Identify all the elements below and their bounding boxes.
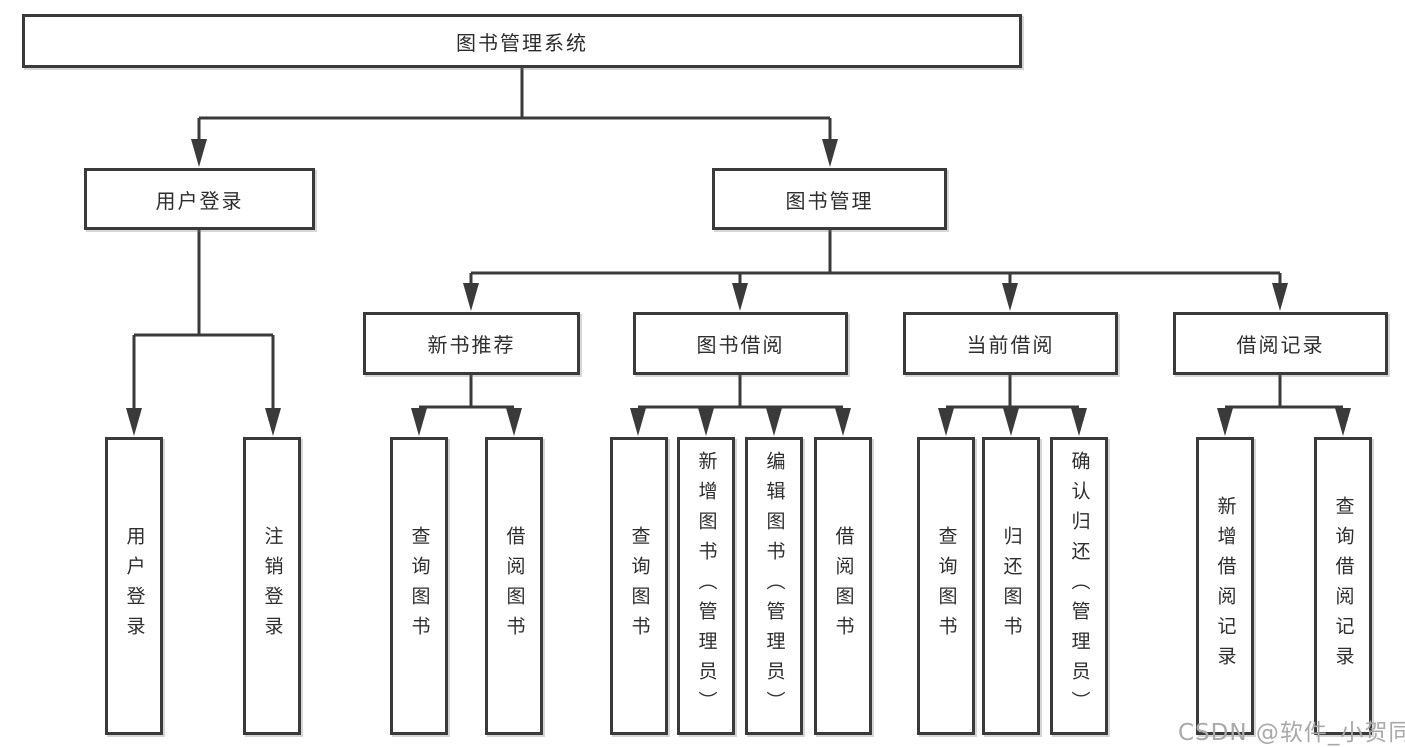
node-book-borrowing-label: 图书借阅 xyxy=(696,333,785,357)
node-current-borrowing-label: 当前借阅 xyxy=(966,333,1055,357)
node-root: 图书管理系统 xyxy=(22,14,1022,68)
leaf-confirm-return-admin: 确认归还（管理员） xyxy=(1050,437,1108,735)
arrowhead xyxy=(938,408,954,436)
arrowhead xyxy=(191,139,207,167)
arrowhead xyxy=(732,283,748,311)
arrowhead xyxy=(630,408,646,436)
node-book-borrowing: 图书借阅 xyxy=(633,312,848,375)
leaf-return-books: 归还图书 xyxy=(982,437,1040,735)
leaf-edit-books-admin-label: 编辑图书（管理员） xyxy=(763,451,786,721)
watermark: CSDN @软件_小贺同学 xyxy=(1178,720,1405,746)
leaf-add-books-admin: 新增图书（管理员） xyxy=(677,437,735,735)
leaf-rec-query-books-label: 查询图书 xyxy=(408,526,431,646)
arrowhead xyxy=(1071,408,1087,436)
leaf-current-query-books: 查询图书 xyxy=(917,437,975,735)
arrowhead xyxy=(1003,408,1019,436)
leaf-edit-books-admin: 编辑图书（管理员） xyxy=(745,437,803,735)
leaf-query-borrow-record-label: 查询借阅记录 xyxy=(1332,496,1355,676)
arrowhead xyxy=(265,408,281,436)
node-new-book-recommend-label: 新书推荐 xyxy=(427,333,516,357)
leaf-confirm-return-admin-label: 确认归还（管理员） xyxy=(1068,451,1091,721)
node-root-label: 图书管理系统 xyxy=(456,30,588,55)
node-new-book-recommend: 新书推荐 xyxy=(363,312,580,375)
arrowhead xyxy=(1335,408,1351,436)
leaf-borrow-books: 借阅图书 xyxy=(814,437,872,735)
leaf-query-borrow-record: 查询借阅记录 xyxy=(1314,437,1372,735)
node-user-login: 用户登录 xyxy=(84,168,315,230)
leaf-user-login: 用户登录 xyxy=(105,437,163,735)
arrowhead xyxy=(506,408,522,436)
node-book-management: 图书管理 xyxy=(712,168,947,230)
leaf-return-books-label: 归还图书 xyxy=(1000,526,1023,646)
leaf-rec-borrow-books: 借阅图书 xyxy=(485,437,543,735)
arrowhead xyxy=(411,408,427,436)
leaf-borrow-query-books: 查询图书 xyxy=(610,437,668,735)
leaf-logout: 注销登录 xyxy=(243,437,301,735)
arrowhead xyxy=(126,408,142,436)
leaf-add-borrow-record: 新增借阅记录 xyxy=(1196,437,1254,735)
connector-lines xyxy=(132,66,1343,414)
arrowhead xyxy=(1272,283,1288,311)
arrowhead xyxy=(1002,283,1018,311)
leaf-rec-query-books: 查询图书 xyxy=(390,437,448,735)
leaf-user-login-label: 用户登录 xyxy=(123,526,146,646)
arrowhead xyxy=(1217,408,1233,436)
arrowhead xyxy=(835,408,851,436)
node-user-login-label: 用户登录 xyxy=(155,188,244,213)
arrowhead xyxy=(698,408,714,436)
leaf-borrow-books-label: 借阅图书 xyxy=(832,526,855,646)
node-current-borrowing: 当前借阅 xyxy=(903,312,1118,375)
arrowhead xyxy=(463,283,479,311)
node-borrow-records-label: 借阅记录 xyxy=(1236,333,1325,357)
node-borrow-records: 借阅记录 xyxy=(1173,312,1388,375)
leaf-borrow-query-books-label: 查询图书 xyxy=(628,526,651,646)
arrowheads xyxy=(126,139,1351,436)
leaf-rec-borrow-books-label: 借阅图书 xyxy=(503,526,526,646)
arrowhead xyxy=(822,139,838,167)
arrowhead xyxy=(766,408,782,436)
leaf-add-borrow-record-label: 新增借阅记录 xyxy=(1214,496,1237,676)
leaf-logout-label: 注销登录 xyxy=(261,526,284,646)
leaf-current-query-books-label: 查询图书 xyxy=(935,526,958,646)
node-book-management-label: 图书管理 xyxy=(785,188,874,213)
leaf-add-books-admin-label: 新增图书（管理员） xyxy=(695,451,718,721)
